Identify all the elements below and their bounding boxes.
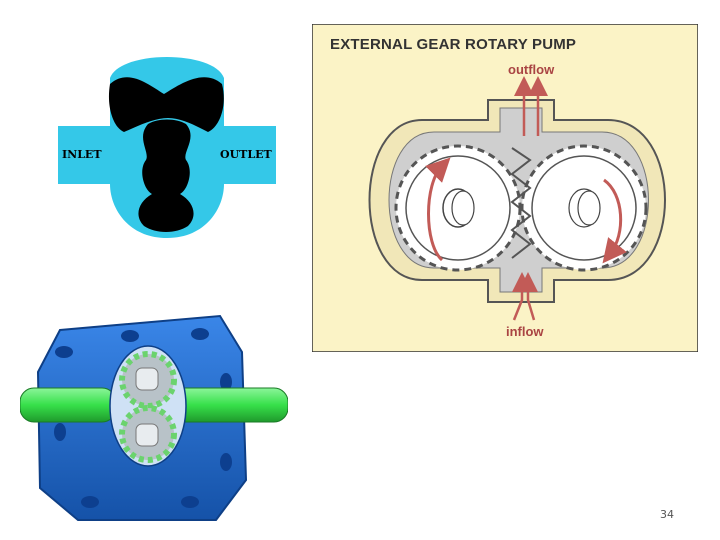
lower-lobe-rotor — [138, 120, 193, 233]
outlet-label: OUTLET — [220, 148, 272, 161]
diagram-title: EXTERNAL GEAR ROTARY PUMP — [330, 36, 576, 53]
gear-pump-diagram: EXTERNAL GEAR ROTARY PUMP outflow inflow — [312, 24, 698, 352]
outlet-shaft — [170, 388, 288, 422]
inflow-label: inflow — [506, 324, 544, 339]
gear-pump-illustration — [312, 24, 698, 352]
lobe-pump-figure: INLET OUTLET — [58, 48, 276, 238]
gear-pump-render — [20, 312, 288, 524]
lobe-pump-illustration — [58, 48, 276, 238]
right-gear — [522, 146, 646, 270]
page-number: 34 — [660, 508, 674, 521]
gear-pump-3d-illustration — [20, 312, 288, 524]
upper-gear-shaft — [136, 368, 158, 390]
outflow-label: outflow — [508, 62, 554, 77]
inlet-label: INLET — [62, 148, 102, 161]
lower-gear-shaft — [136, 424, 158, 446]
left-gear — [396, 146, 520, 270]
inlet-shaft — [20, 388, 116, 422]
